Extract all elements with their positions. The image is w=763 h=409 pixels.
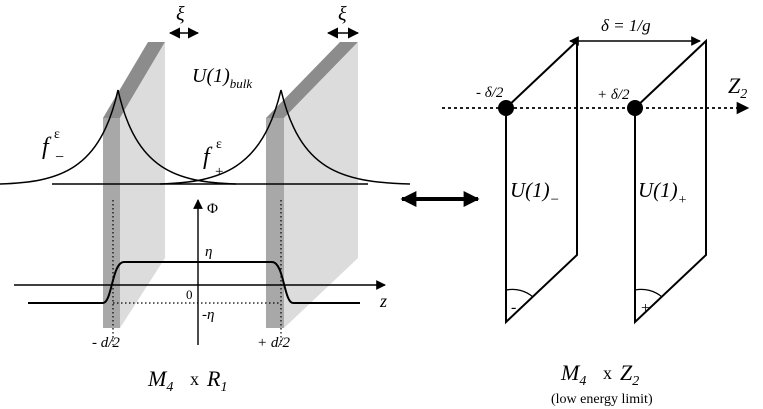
- delta-label: δ = 1/g: [601, 16, 651, 35]
- minus-delta-half-label: - δ/2: [476, 85, 504, 101]
- corner-arc-plus: [634, 288, 663, 298]
- f-minus-sub: −: [55, 149, 64, 166]
- u1-plus-label: U(1)+: [638, 178, 687, 208]
- brane-minus-side: [103, 118, 120, 328]
- phi-profile: [28, 261, 360, 304]
- right-caption: M4 x Z2 (low energy limit): [551, 360, 653, 407]
- brane-plus-top: [266, 42, 358, 118]
- brane-plus: [266, 42, 358, 328]
- svg-text:Z2: Z2: [620, 360, 639, 389]
- f-minus-label: f: [42, 134, 52, 160]
- fixed-point-minus: [498, 100, 514, 116]
- f-minus-sup: ε: [54, 127, 60, 142]
- fixed-point-plus: [627, 100, 643, 116]
- eta-label: η: [205, 244, 212, 260]
- svg-text:R1: R1: [206, 366, 227, 395]
- brane-minus: [103, 42, 165, 328]
- f-minus-curve: [0, 89, 237, 185]
- xi-label-1: ξ: [176, 3, 185, 25]
- caption-note: (low energy limit): [551, 392, 653, 407]
- plus-d-half-label: + d/2: [257, 335, 291, 351]
- u1-minus-label: U(1)−: [510, 178, 560, 208]
- svg-text:M4: M4: [147, 366, 173, 395]
- brane-plus-plane: [634, 38, 707, 325]
- zero-label: 0: [186, 287, 193, 302]
- svg-text:M4: M4: [560, 360, 586, 389]
- phi-label: Φ: [207, 201, 218, 217]
- z2-axis-label: Z2: [728, 73, 747, 102]
- left-caption: M4 x R1: [147, 366, 227, 395]
- brane-plus-front: [284, 42, 358, 328]
- f-plus-curve: [159, 89, 411, 185]
- z-label: z: [379, 291, 387, 311]
- corner-arc-minus: [505, 288, 534, 298]
- svg-text:x: x: [190, 369, 199, 389]
- brane-minus-front: [120, 42, 165, 328]
- left-panel: ξ ξ U(1)bulk f ε − f ε + Φ z: [0, 3, 411, 395]
- f-plus-sub: +: [215, 164, 223, 180]
- minus-eta-label: -η: [202, 307, 214, 323]
- svg-text:x: x: [603, 363, 612, 383]
- f-plus-label: f: [203, 144, 213, 170]
- brane-minus-top: [103, 42, 165, 118]
- corner-minus-label: -: [511, 299, 516, 316]
- u1-bulk-label: U(1)bulk: [192, 65, 252, 91]
- brane-minus-plane: [505, 38, 578, 325]
- right-panel: - + δ = 1/g Z2 - δ/2 + δ/2 U(1)− U(1)+ M…: [442, 16, 750, 407]
- brane-plus-side: [266, 118, 284, 328]
- plus-delta-half-label: + δ/2: [597, 87, 630, 103]
- xi-label-2: ξ: [338, 3, 347, 25]
- f-plus-sup: ε: [216, 137, 222, 152]
- minus-d-half-label: - d/2: [92, 335, 120, 351]
- corner-plus-label: +: [641, 300, 650, 317]
